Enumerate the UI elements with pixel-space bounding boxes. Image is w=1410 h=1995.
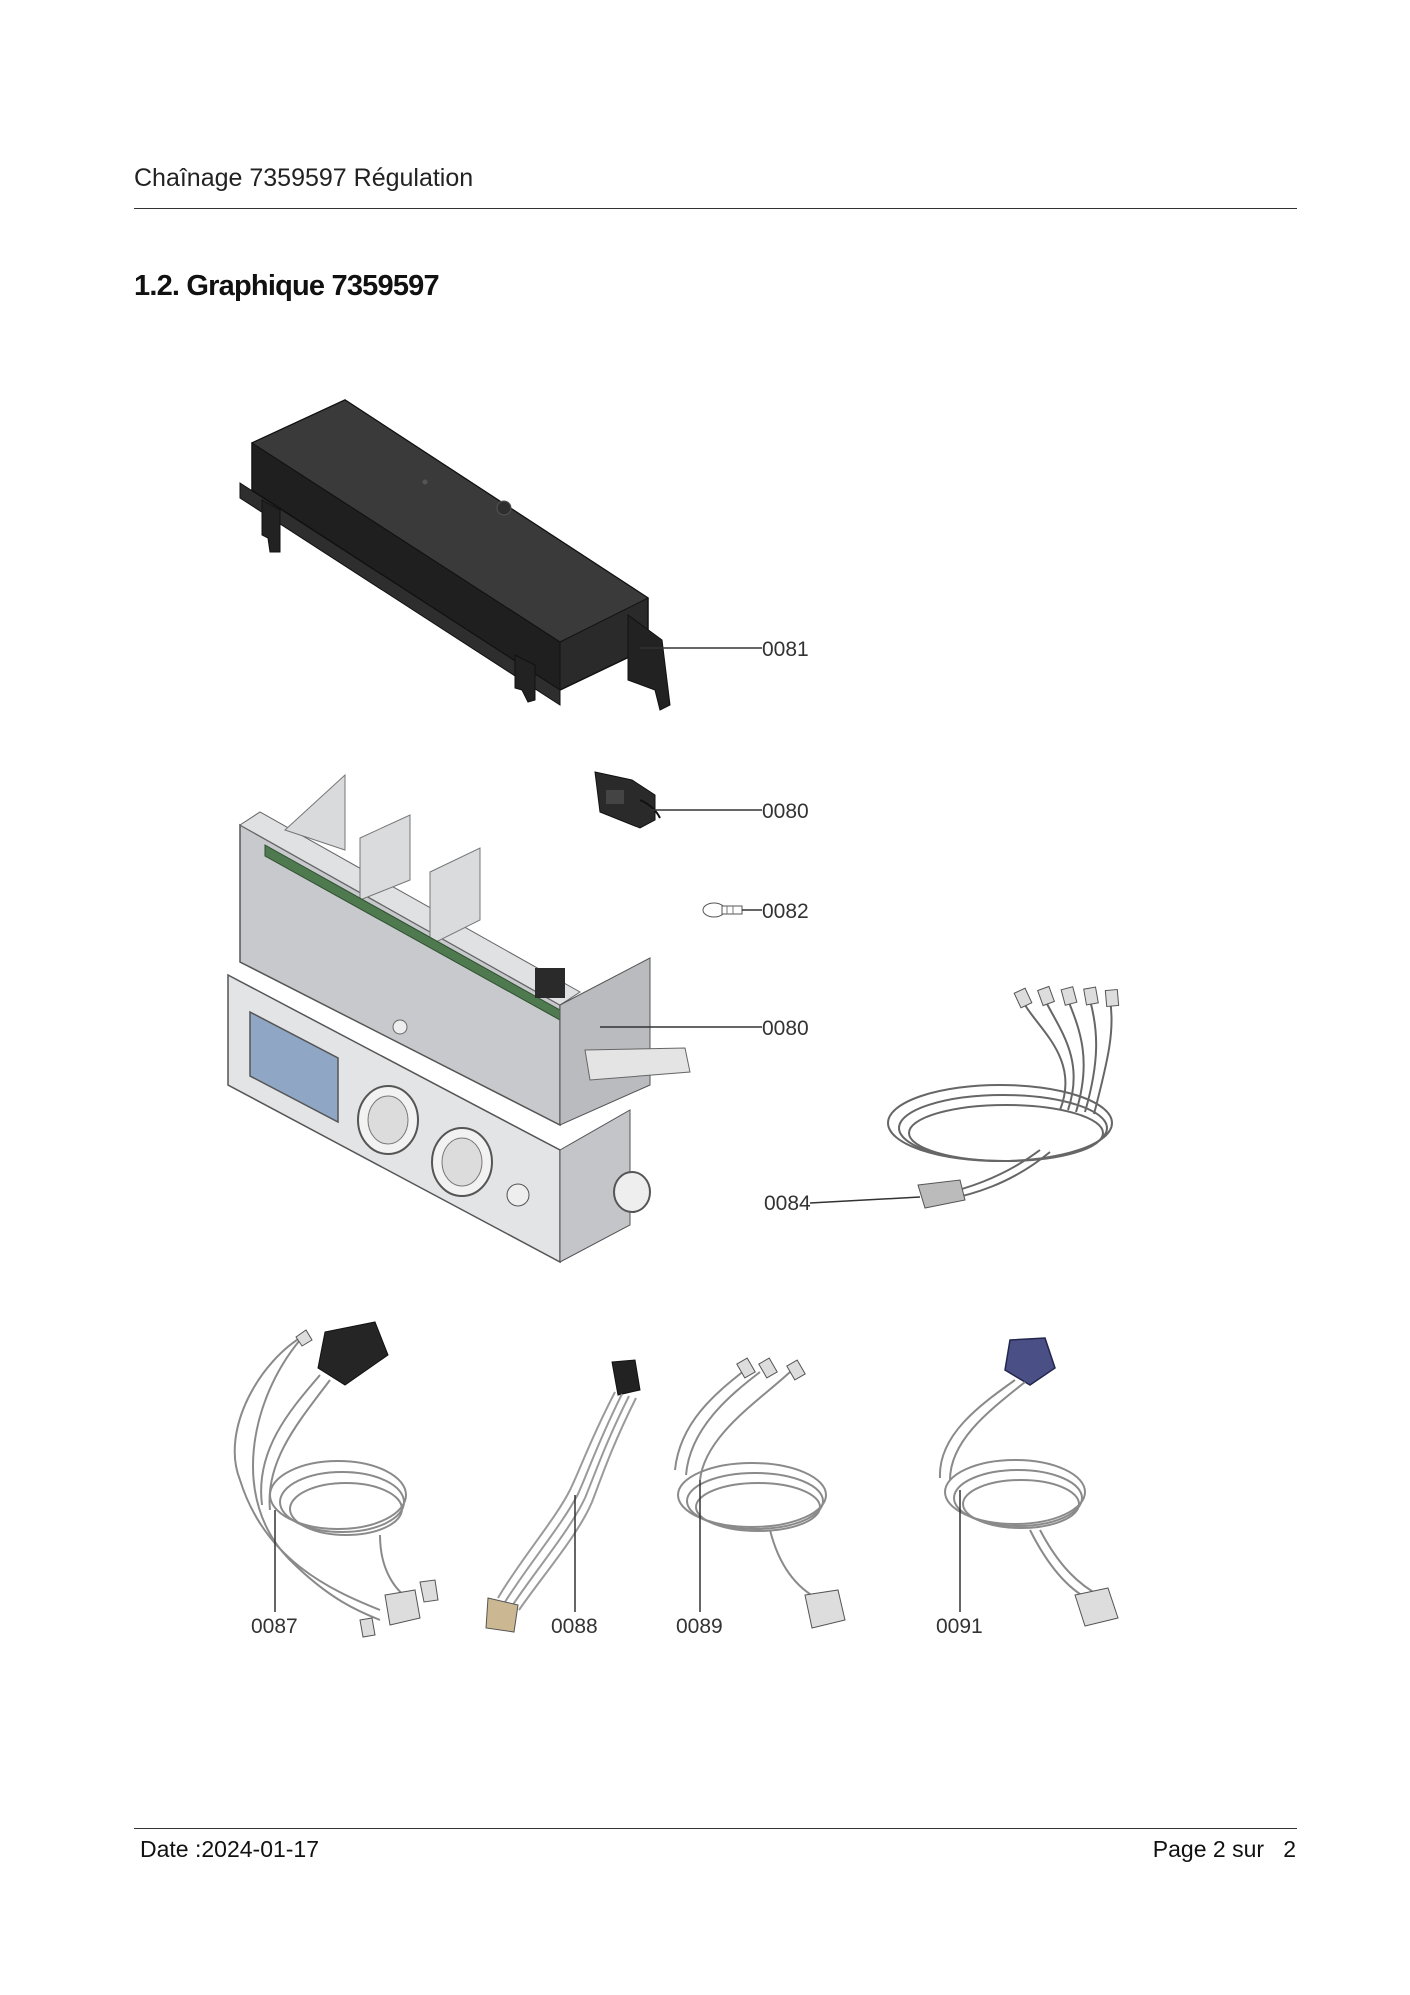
callout-label: 0084 [764, 1192, 811, 1215]
callout-label: 0087 [251, 1615, 298, 1638]
callout-label: 0080 [762, 1017, 809, 1040]
control-panel-drawing [227, 773, 691, 1264]
callout-label: 0088 [551, 1615, 598, 1638]
section-title: 1.2. Graphique 7359597 [134, 270, 440, 302]
callout-label: 0081 [762, 638, 809, 661]
page-prefix: Page 2 sur [1152, 1836, 1265, 1862]
running-header: Chaînage 7359597 Régulation [134, 164, 474, 192]
cable-0091-drawing [938, 1337, 1119, 1627]
footer-rule [134, 1828, 1297, 1829]
cable-0088-drawing [485, 1359, 641, 1633]
screw-drawing [702, 902, 743, 918]
footer-page-number: Page 2 sur 2 [1153, 1836, 1296, 1863]
leader-line [809, 1196, 921, 1204]
callout-label: 0080 [762, 800, 809, 823]
cable-0087-drawing [233, 1321, 439, 1638]
cable-0089-drawing [674, 1357, 846, 1629]
terminal-connectors-drawing [917, 985, 1120, 1209]
wire-harness-drawing [887, 999, 1113, 1201]
cover-housing-drawing [239, 399, 671, 711]
callout-label: 0082 [762, 900, 809, 923]
callout-label: 0091 [936, 1615, 983, 1638]
callout-label: 0089 [676, 1615, 723, 1638]
page-total: 2 [1283, 1836, 1296, 1862]
header-rule [134, 208, 1297, 209]
clip-drawing [594, 771, 661, 829]
footer-date: Date :2024-01-17 [140, 1836, 320, 1862]
